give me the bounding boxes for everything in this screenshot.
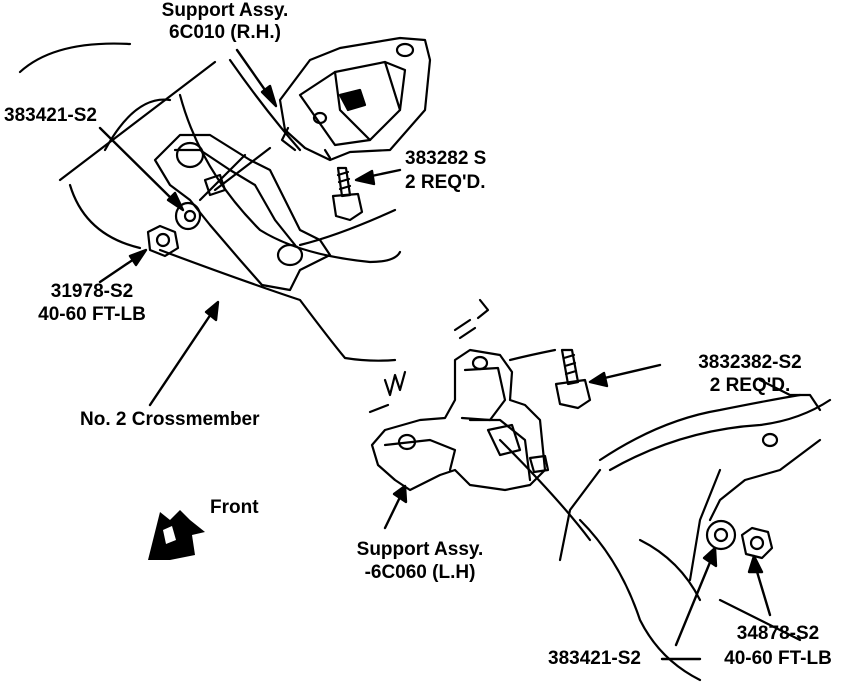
washer-383421-left xyxy=(174,201,202,231)
lh-support-assembly xyxy=(370,348,550,492)
washer-lower-right-label: 383421-S2 xyxy=(548,648,641,669)
crossmember-bracket-upper xyxy=(153,133,332,292)
front-label: Front xyxy=(210,497,259,518)
bolt-lower-right-qty-label: 2 REQ'D. xyxy=(709,375,791,396)
front-arrow-icon xyxy=(148,510,205,560)
bolt-383282 xyxy=(331,166,364,222)
nut-right-torque-label: 40-60 FT-LB xyxy=(724,648,832,669)
frame-contours-lower xyxy=(368,298,832,682)
frame-hole-right xyxy=(761,432,779,448)
rh-support-part-number: 6C010 (R.H.) xyxy=(169,22,281,43)
rh-support-assembly xyxy=(278,36,432,162)
crossmember-label: No. 2 Crossmember xyxy=(80,409,260,430)
washer-383421-right xyxy=(705,519,737,551)
bolt-upper-left-label: 383421-S2 xyxy=(4,105,97,126)
nut-34878-right xyxy=(740,526,774,560)
lh-support-part-number: -6C060 (L.H) xyxy=(364,562,476,583)
leader-lines xyxy=(98,48,772,661)
nut-right-part-label: 34878-S2 xyxy=(736,623,820,644)
nut-left-part-label: 31978-S2 xyxy=(50,281,134,302)
bolt-upper-right-qty-label: 2 REQ'D. xyxy=(405,172,486,193)
nut-31978-left xyxy=(146,224,180,258)
bolt-upper-right-part-label: 383282 S xyxy=(405,148,487,169)
bolt-lower-right-part-label: 3832382-S2 xyxy=(698,352,802,373)
nut-left-torque-label: 40-60 FT-LB xyxy=(38,304,146,325)
rh-support-title: Support Assy. xyxy=(161,0,289,21)
lh-support-title: Support Assy. xyxy=(356,539,484,560)
bolt-3832382 xyxy=(554,348,592,410)
